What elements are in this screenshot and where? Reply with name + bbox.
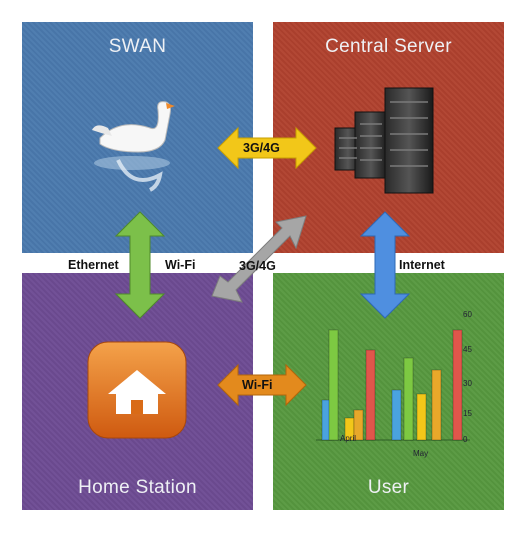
chart-y-tick-label: 45 <box>463 345 472 354</box>
chart-bar-8 <box>431 369 442 441</box>
swan-home-arrow <box>114 211 166 319</box>
central-server-panel: Central Server <box>273 22 504 253</box>
chart-bar-4 <box>365 349 376 441</box>
chart-y-tick-label: 15 <box>463 409 472 418</box>
chart-bar-1 <box>328 329 339 441</box>
swan-server-link-label: 3G/4G <box>243 141 280 155</box>
chart-y-tick-label: 30 <box>463 379 472 388</box>
home-app-icon <box>87 341 187 439</box>
home-server-arrow <box>211 215 307 303</box>
chart-y-tick-label: 0 <box>463 435 468 444</box>
chart-category-label: April <box>340 434 356 443</box>
swan-home-wifi-label: Wi-Fi <box>165 258 196 272</box>
chart-category-label: May <box>413 449 428 458</box>
home-user-link-label: Wi-Fi <box>242 378 273 392</box>
home-station-title: Home Station <box>78 477 197 498</box>
server-user-arrow <box>359 211 411 319</box>
server-user-link-label: Internet <box>399 258 445 272</box>
chart-bar-7 <box>416 393 427 441</box>
central-server-title: Central Server <box>325 36 452 57</box>
server-rack-icon <box>334 87 434 194</box>
user-title: User <box>367 477 410 498</box>
chart-bar-6 <box>403 357 414 441</box>
home-server-link-label: 3G/4G <box>239 259 276 273</box>
swan-photo <box>92 101 175 192</box>
swan-title: SWAN <box>108 36 167 57</box>
swan-home-ethernet-label: Ethernet <box>68 258 119 272</box>
chart-y-tick-label: 60 <box>463 310 472 319</box>
chart-bar-9 <box>452 329 463 441</box>
swan-server-arrow <box>217 126 317 170</box>
chart-bar-3 <box>353 409 364 441</box>
chart-bar-5 <box>391 389 402 441</box>
home-user-arrow <box>217 363 307 407</box>
